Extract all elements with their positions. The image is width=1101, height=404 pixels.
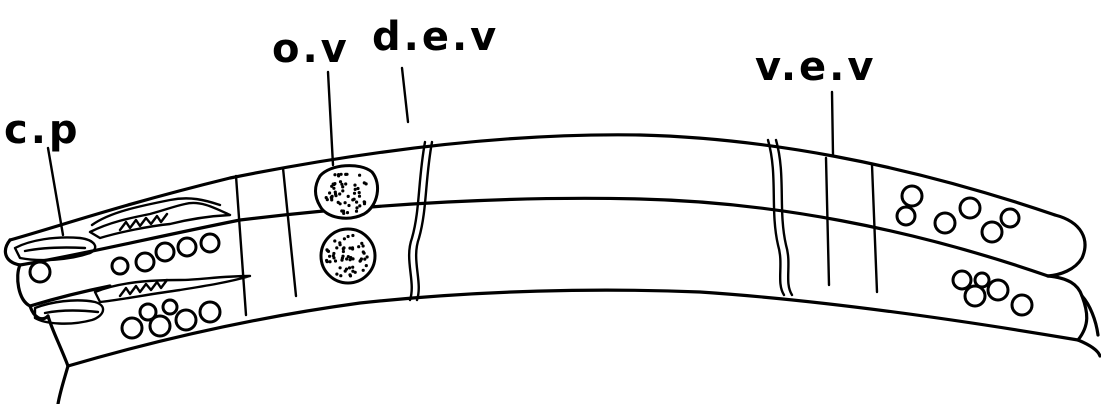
stipple-dot [338,243,342,247]
stipple-dot [359,257,363,261]
stipple-dot [330,194,334,198]
stipple-dot [333,239,337,243]
stipple-dot [355,200,359,204]
stipple-dot [361,250,365,254]
leader-ov [326,70,335,167]
stipple-dot [341,209,346,213]
leader-lines [46,66,835,237]
stipple-dot [358,204,362,208]
stipple-dot [338,202,342,206]
leader-vev [830,90,835,157]
stipple-dot [325,258,329,263]
stipple-dot [345,257,349,261]
stipple-dot [338,192,342,196]
stipple-dot [358,173,362,177]
stipple-dot [342,246,346,250]
stipple-dot [351,198,355,202]
stipple-dot [365,255,369,259]
stipple-dot [344,172,348,176]
label-ov: o.v [272,26,350,72]
stipple-dot [361,268,365,272]
stipple-dot [342,237,346,241]
stipple-dot [325,248,329,252]
body-outline [3,133,1101,404]
label-vev: v.e.v [755,44,876,90]
stipple-dot [357,194,362,198]
stipple-dot [351,265,355,269]
stipple-dot [331,254,335,258]
stipple-dot [344,267,349,271]
lower-gland-structure [33,274,252,325]
stipple-dot [347,203,351,208]
stipple-dot [346,194,350,198]
ovary-stipple [324,172,369,278]
leader-dev [400,66,410,124]
stipple-dot [357,245,361,249]
segment-lines [234,138,879,317]
stipple-dot [353,183,357,187]
stipple-dot [341,189,345,193]
stipple-dot [346,255,350,259]
stipple-dot [360,241,364,245]
egg-circles [28,184,1034,340]
stipple-dot [338,180,343,184]
stipple-dot [357,191,361,195]
stipple-dot [341,249,345,254]
stipple-dot [339,172,343,176]
upper-gland-structure [13,197,232,262]
stipple-dot [350,246,355,250]
stipple-dot [345,211,350,215]
stipple-dot [339,274,343,278]
stipple-dot [335,246,339,250]
stipple-dot [351,257,355,261]
stipple-dot [347,266,352,270]
stipple-dot [332,186,336,190]
stipple-dot [364,264,368,268]
stipple-dot [341,185,345,189]
stipple-dot [353,270,357,274]
stipple-dot [338,266,342,270]
stipple-dot [362,202,367,206]
stipple-dot [348,246,352,250]
stipple-dot [340,182,344,186]
stipple-dot [353,187,357,191]
stipple-dot [340,256,344,260]
stipple-dot [362,181,366,185]
stipple-dot [363,257,367,261]
label-dev: d.e.v [372,14,499,60]
stipple-dot [335,272,339,276]
stipple-dot [342,211,346,215]
ovary-upper [314,164,380,220]
stipple-dot [333,173,337,177]
stipple-dot [348,273,352,277]
label-cp: c.p [4,107,81,153]
stipple-dot [331,182,335,186]
stipple-dot [328,260,332,264]
stipple-dot [328,191,332,195]
stipple-dot [346,234,350,239]
stipple-dot [355,206,359,210]
stipple-dot [337,173,341,177]
leader-cp [46,146,65,237]
stipple-dot [324,196,328,200]
stipple-dot [344,182,348,186]
stipple-dot [351,233,355,238]
stipple-dot [343,201,347,205]
stipple-dot [352,191,357,195]
stipple-dot [356,186,360,191]
stipple-dot [328,254,332,258]
stipple-dot [333,259,338,263]
stipple-dot [354,209,359,213]
stipple-dot [333,192,338,196]
stipple-dot [361,244,365,248]
